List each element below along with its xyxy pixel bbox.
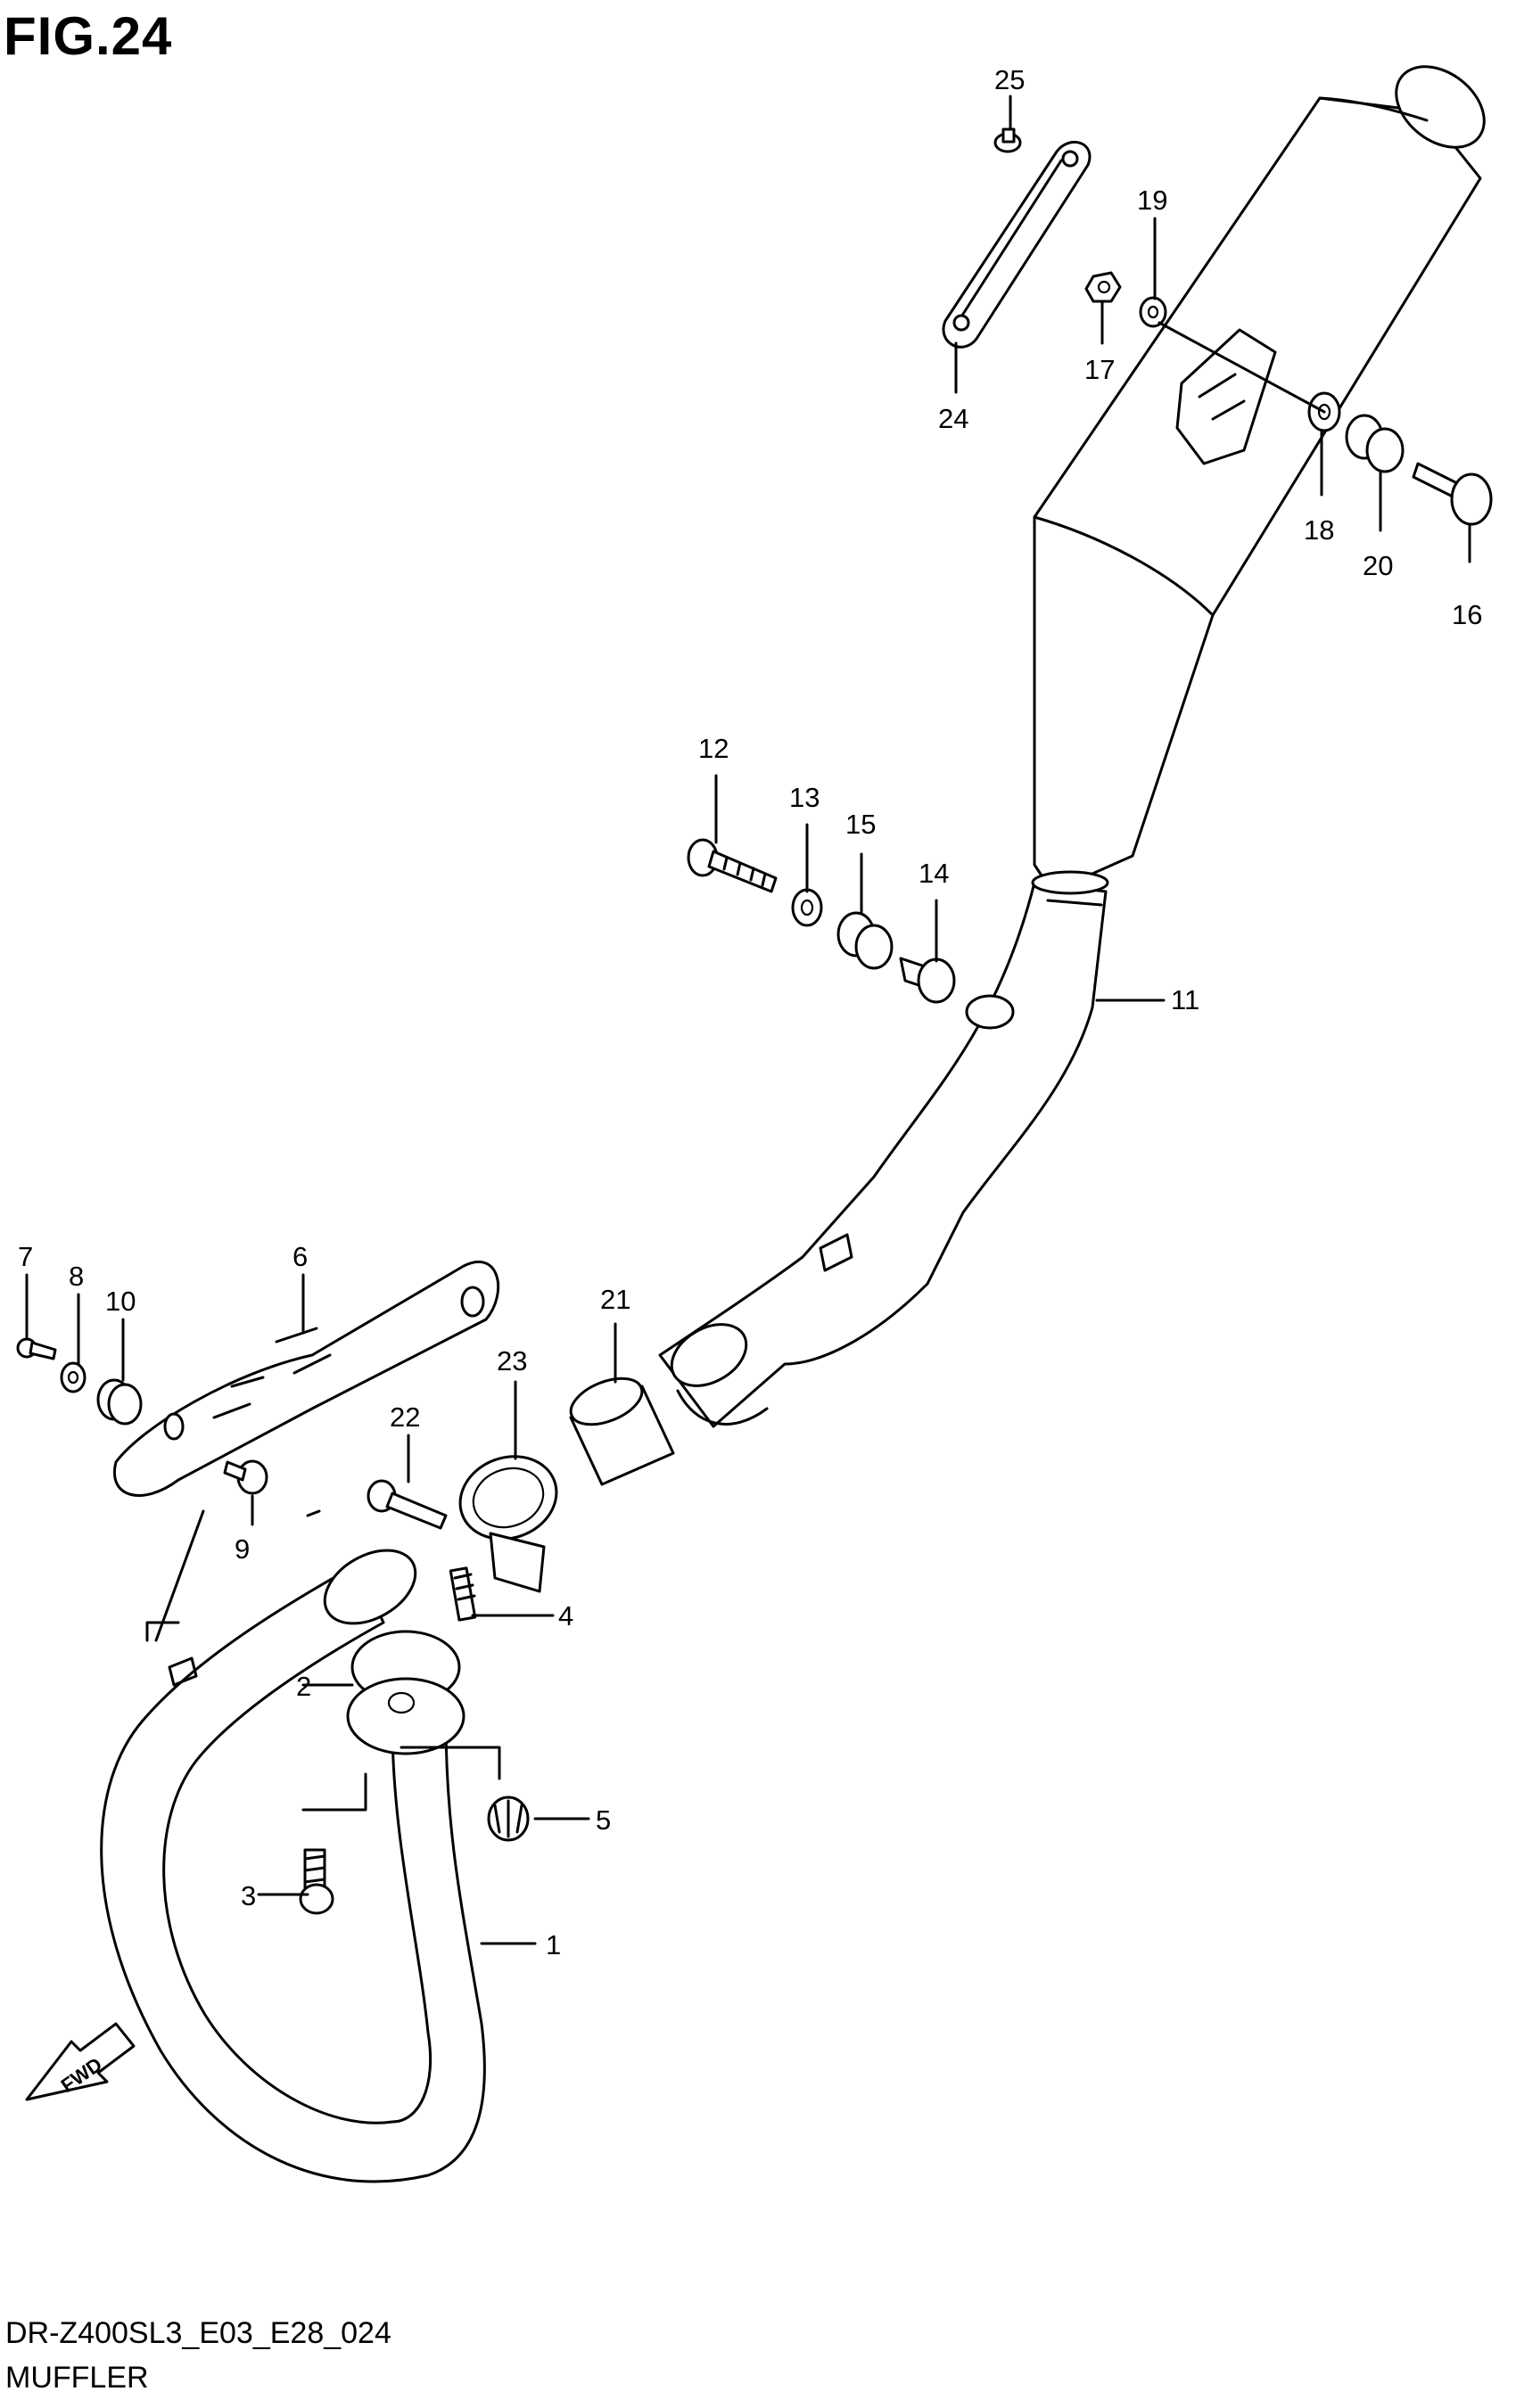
callout-18: 18 xyxy=(1304,514,1334,546)
part-25-bolt xyxy=(993,127,1022,153)
callout-16: 16 xyxy=(1452,599,1482,630)
part-16-bolt xyxy=(1412,462,1493,526)
callout-22: 22 xyxy=(390,1401,420,1433)
part-14-collar xyxy=(899,957,956,1004)
part-21-connector xyxy=(569,1377,675,1486)
part-19-washer xyxy=(1139,296,1167,328)
part-23-clamp xyxy=(458,1455,558,1593)
figure-code: DR-Z400SL3_E03_E28_024 xyxy=(5,2316,391,2350)
leader-lines xyxy=(25,95,1471,1945)
callout-25: 25 xyxy=(994,64,1025,95)
callout-2: 2 xyxy=(296,1671,311,1702)
part-13-washer xyxy=(791,888,823,927)
mount-bracket xyxy=(942,140,1092,349)
part-3-stud xyxy=(299,1848,334,1915)
figure-name: MUFFLER xyxy=(5,2361,149,2395)
callout-3: 3 xyxy=(241,1880,256,1911)
callout-15: 15 xyxy=(845,809,876,840)
part-8-washer xyxy=(60,1361,87,1393)
heat-shield xyxy=(113,1260,500,1497)
silencer-body xyxy=(1033,96,1482,893)
callout-8: 8 xyxy=(69,1261,84,1292)
exhaust-pipe xyxy=(100,1549,486,2183)
part-5-nut xyxy=(487,1796,530,1842)
callout-23: 23 xyxy=(497,1345,527,1377)
callout-1: 1 xyxy=(546,1929,561,1960)
part-7-bolt xyxy=(16,1337,57,1360)
callout-5: 5 xyxy=(596,1804,611,1836)
callout-numbers: 25 19 17 24 18 20 16 12 13 15 14 11 21 2… xyxy=(18,64,1482,1960)
fwd-arrow-icon: FWD xyxy=(25,2022,136,2101)
callout-13: 13 xyxy=(789,782,820,813)
part-15-bushing xyxy=(836,911,894,970)
callout-6: 6 xyxy=(292,1241,308,1272)
part-10-bushing xyxy=(96,1378,143,1426)
callout-21: 21 xyxy=(600,1284,630,1315)
part-9-bolt xyxy=(223,1459,268,1495)
callout-12: 12 xyxy=(698,733,729,764)
part-2-gasket xyxy=(346,1630,466,1755)
tail-pipe-collar xyxy=(1031,870,1109,895)
tail-pipe-inlet xyxy=(670,1323,748,1387)
silencer-end-cap xyxy=(1395,65,1486,149)
part-20-bushing xyxy=(1345,414,1405,473)
callout-7: 7 xyxy=(18,1241,33,1272)
muffler-hanger xyxy=(1175,328,1277,465)
part-4-stud xyxy=(449,1566,477,1622)
callout-19: 19 xyxy=(1137,185,1167,216)
callout-10: 10 xyxy=(105,1286,136,1317)
part-12-bolt xyxy=(687,838,778,893)
callout-17: 17 xyxy=(1084,354,1115,385)
part-17-nut xyxy=(1084,271,1122,303)
pipe-boss xyxy=(965,994,1015,1030)
callout-4: 4 xyxy=(558,1600,573,1631)
part-22-bolt xyxy=(367,1479,448,1530)
pipe-tab xyxy=(819,1233,853,1272)
callout-24: 24 xyxy=(938,403,968,434)
figure-title: FIG.24 xyxy=(4,6,173,66)
callout-9: 9 xyxy=(235,1533,250,1565)
callout-14: 14 xyxy=(919,858,949,889)
callout-11: 11 xyxy=(1171,984,1199,1015)
muffler-assembly xyxy=(658,65,1486,1428)
callout-20: 20 xyxy=(1363,550,1393,581)
